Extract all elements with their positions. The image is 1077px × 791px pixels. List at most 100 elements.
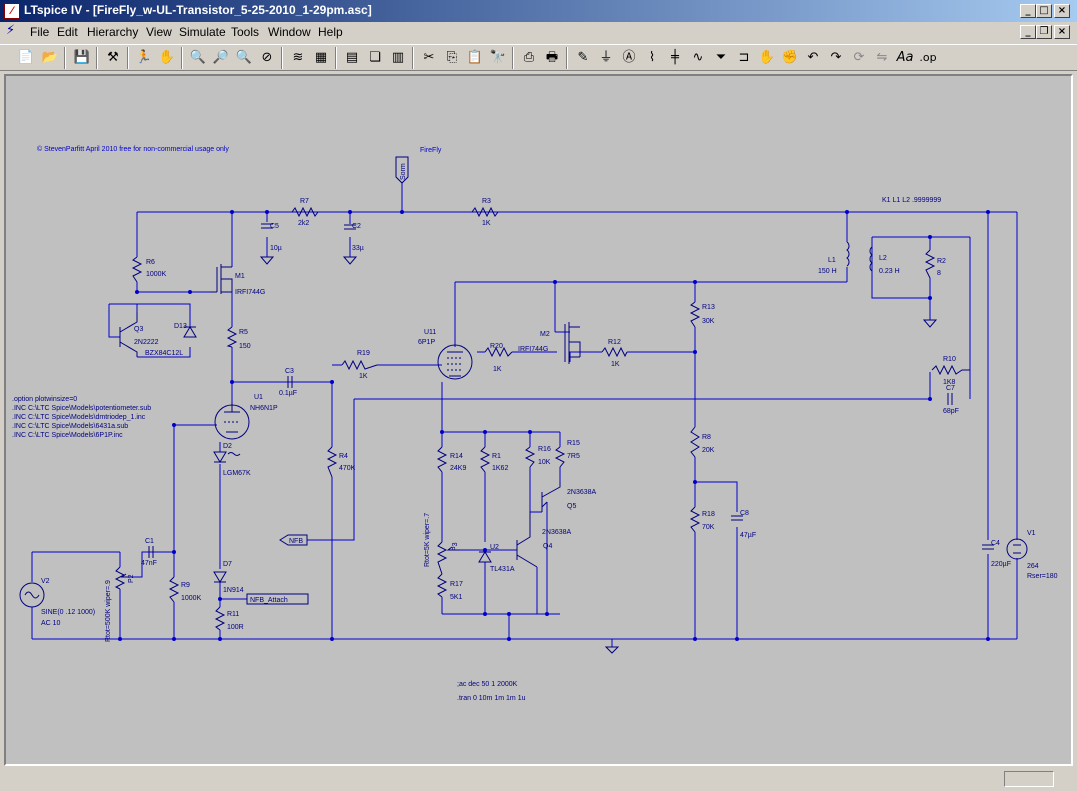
ground-symbol[interactable] xyxy=(604,646,620,654)
voltage-source-v1[interactable] xyxy=(1006,538,1028,560)
voltage-source-v2[interactable] xyxy=(19,582,45,608)
part-name-d13[interactable]: D13 xyxy=(174,323,187,330)
resistor-r13[interactable] xyxy=(689,301,701,328)
mdi-child-icon[interactable]: ⚡ xyxy=(6,23,16,38)
paste-icon[interactable]: 📋 xyxy=(466,50,484,65)
resistor-r1[interactable] xyxy=(479,446,491,473)
redo-icon[interactable]: ↷ xyxy=(830,50,842,65)
part-value-u2[interactable]: TL431A xyxy=(490,566,515,573)
menu-tools[interactable]: Tools xyxy=(231,25,260,39)
resistor-r18[interactable] xyxy=(689,506,701,533)
part-name-u11[interactable]: U11 xyxy=(424,329,436,336)
part-value-r15[interactable]: 7R5 xyxy=(567,453,580,460)
part-value-l1[interactable]: 150 H xyxy=(818,268,837,275)
print-icon[interactable]: 🖶 xyxy=(545,50,559,65)
mdi-restore-icon[interactable]: ❐ xyxy=(1036,25,1052,39)
resistor-r3[interactable] xyxy=(471,206,499,218)
part-value-u1[interactable]: NH6N1P xyxy=(250,405,278,412)
autorange-icon[interactable]: ≋ xyxy=(292,50,304,65)
part-name-r19[interactable]: R19 xyxy=(357,350,370,357)
part-value-r9[interactable]: 1000K xyxy=(181,595,202,602)
maximize-icon[interactable]: □ xyxy=(1036,4,1052,18)
title-bar[interactable]: ⁄ LTspice IV - [FireFly_w-UL-Transistor_… xyxy=(0,0,1077,22)
part-value-r16[interactable]: 10K xyxy=(538,459,551,466)
mirror-icon[interactable]: ⇋ xyxy=(876,50,888,65)
label-icon[interactable]: Ⓐ xyxy=(622,50,636,65)
part-value-r12[interactable]: 1K xyxy=(611,361,620,368)
part-value-m2[interactable]: IRFI744G xyxy=(518,346,548,353)
ground-symbol[interactable] xyxy=(342,256,358,265)
nfb-label[interactable]: NFB xyxy=(289,538,303,545)
resistor-r15[interactable] xyxy=(554,446,566,468)
mosfet-m2[interactable] xyxy=(564,322,581,364)
menu-window[interactable]: Window xyxy=(268,25,311,39)
part-name-c4[interactable]: C4 xyxy=(991,540,1000,547)
tile-vertical-icon[interactable]: ▥ xyxy=(391,50,405,65)
capacitor-c1[interactable] xyxy=(148,546,154,558)
label-nfb-attach[interactable] xyxy=(246,593,309,605)
part-value-r19[interactable]: 1K xyxy=(359,373,368,380)
part-name-q3[interactable]: Q3 xyxy=(134,326,143,333)
tran-directive[interactable]: .tran 0 10m 1m 1m 1u xyxy=(457,695,526,702)
part-name-r1[interactable]: R1 xyxy=(492,453,501,460)
resistor-r10[interactable] xyxy=(931,364,970,376)
part-name-c7[interactable]: C7 xyxy=(946,385,955,392)
part-name-r11[interactable]: R11 xyxy=(227,611,239,618)
resistor-r8[interactable] xyxy=(690,426,700,458)
part-name-u1[interactable]: U1 xyxy=(254,394,263,401)
part-name-d7[interactable]: D7 xyxy=(223,561,232,568)
part-value-r14[interactable]: 24K9 xyxy=(450,465,466,472)
ltspice-logo-icon[interactable]: ⁄ xyxy=(4,3,20,19)
include-directive-3[interactable]: .INC C:\LTC Spice\Models\6431a.sub xyxy=(12,423,128,430)
menu-simulate[interactable]: Simulate xyxy=(179,25,226,39)
part-name-l1[interactable]: L1 xyxy=(828,257,836,264)
resistor-r4[interactable] xyxy=(326,446,338,478)
part-name-p2[interactable]: P2 xyxy=(128,574,135,583)
transistor-q4[interactable] xyxy=(516,512,538,568)
inductor-l2[interactable] xyxy=(869,246,873,272)
mosfet-m1[interactable] xyxy=(210,264,233,294)
resistor-r11[interactable] xyxy=(214,606,226,631)
part-value-u11[interactable]: 6P1P xyxy=(418,339,435,346)
part-name-m1[interactable]: M1 xyxy=(235,273,245,280)
part-name-m2[interactable]: M2 xyxy=(540,331,550,338)
part-value-r17[interactable]: 5K1 xyxy=(450,594,463,601)
capacitor-c5[interactable] xyxy=(261,223,273,229)
menu-view[interactable]: View xyxy=(146,25,172,39)
part-value-c5[interactable]: 10µ xyxy=(270,245,282,252)
part-name-q4[interactable]: Q4 xyxy=(543,543,552,550)
find-icon[interactable]: 🔭 xyxy=(489,50,507,65)
part-value-q3[interactable]: 2N2222 xyxy=(134,339,159,346)
print-setup-icon[interactable]: ⎙ xyxy=(523,50,535,65)
copy-icon[interactable]: ⎘ xyxy=(446,50,458,65)
part-value-d13[interactable]: BZX84C12L xyxy=(145,350,183,357)
include-directive-4[interactable]: .INC C:\LTC Spice\Models\6P1P.inc xyxy=(12,432,123,439)
part-name-r20[interactable]: R20 xyxy=(490,343,503,350)
firefly-note[interactable]: FireFly xyxy=(420,147,442,154)
control-panel-icon[interactable]: ⚒ xyxy=(107,50,119,65)
part-extra-v2[interactable]: AC 10 xyxy=(41,620,61,627)
part-value-r18[interactable]: 70K xyxy=(702,524,715,531)
copyright-note[interactable]: © StevenParfitt April 2010 free for non-… xyxy=(37,145,229,153)
ground-symbol[interactable] xyxy=(922,319,938,328)
zoom-in-icon[interactable]: 🔍 xyxy=(189,50,207,65)
part-name-r8[interactable]: R8 xyxy=(702,434,711,441)
part-name-d2[interactable]: D2 xyxy=(223,443,232,450)
part-value-r1[interactable]: 1K62 xyxy=(492,465,508,472)
minimize-icon[interactable]: _ xyxy=(1020,4,1036,18)
spice-directive-icon[interactable]: .op xyxy=(919,51,937,64)
include-directive-1[interactable]: .INC C:\LTC Spice\Models\potentiometer.s… xyxy=(12,405,151,412)
part-value-r13[interactable]: 30K xyxy=(702,318,715,325)
cascade-icon[interactable]: ❏ xyxy=(369,50,381,65)
drag-icon[interactable]: ✊ xyxy=(781,50,799,65)
resistor-r19[interactable] xyxy=(341,359,378,371)
part-name-v2[interactable]: V2 xyxy=(41,578,50,585)
capacitor-icon[interactable]: ╪ xyxy=(671,50,679,65)
ground-symbol[interactable] xyxy=(259,256,275,265)
component-icon[interactable]: ⊐ xyxy=(738,50,750,65)
save-icon[interactable]: 💾 xyxy=(73,50,91,65)
menu-help[interactable]: Help xyxy=(318,25,343,39)
resistor-r5[interactable] xyxy=(226,326,238,348)
option-directive[interactable]: .option plotwinsize=0 xyxy=(12,396,77,403)
wires[interactable] xyxy=(31,182,1018,647)
